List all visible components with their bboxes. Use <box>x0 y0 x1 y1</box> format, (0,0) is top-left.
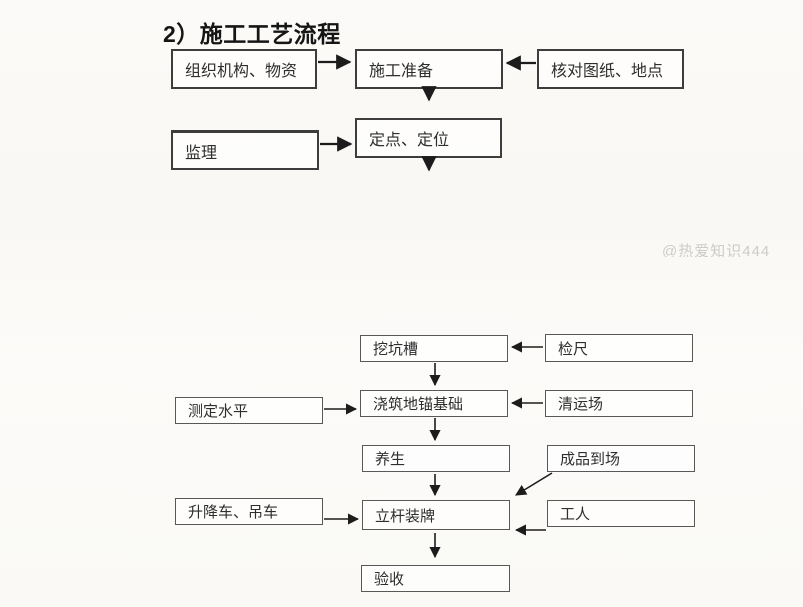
flow-node-organization-materials: 组织机构、物资 <box>171 49 317 89</box>
flow-node-pour-anchor-foundation: 浇筑地锚基础 <box>360 390 508 417</box>
watermark-text: @热爱知识444 <box>662 243 771 257</box>
flow-node-erect-pole-install-sign: 立杆装牌 <box>362 500 510 530</box>
flow-node-fix-point-position: 定点、定位 <box>355 118 502 158</box>
flow-node-lift-truck-crane: 升降车、吊车 <box>175 498 323 525</box>
flow-node-acceptance: 验收 <box>361 565 510 592</box>
flow-node-supervision: 监理 <box>171 130 319 170</box>
flow-node-clear-site: 清运场 <box>545 390 693 417</box>
flow-node-measure-level: 测定水平 <box>175 397 323 424</box>
flow-node-gauge-check: 检尺 <box>545 334 693 362</box>
section-title: 2）施工工艺流程 <box>163 21 341 47</box>
flow-node-finished-goods-arrival: 成品到场 <box>547 445 695 472</box>
arrow-arrival-to-pole <box>515 472 553 496</box>
flow-node-construction-preparation: 施工准备 <box>355 49 503 89</box>
flow-node-workers: 工人 <box>547 500 695 527</box>
flow-node-check-drawings-location: 核对图纸、地点 <box>537 49 684 89</box>
flow-node-dig-pit: 挖坑槽 <box>360 335 508 362</box>
flow-node-curing: 养生 <box>362 445 510 472</box>
